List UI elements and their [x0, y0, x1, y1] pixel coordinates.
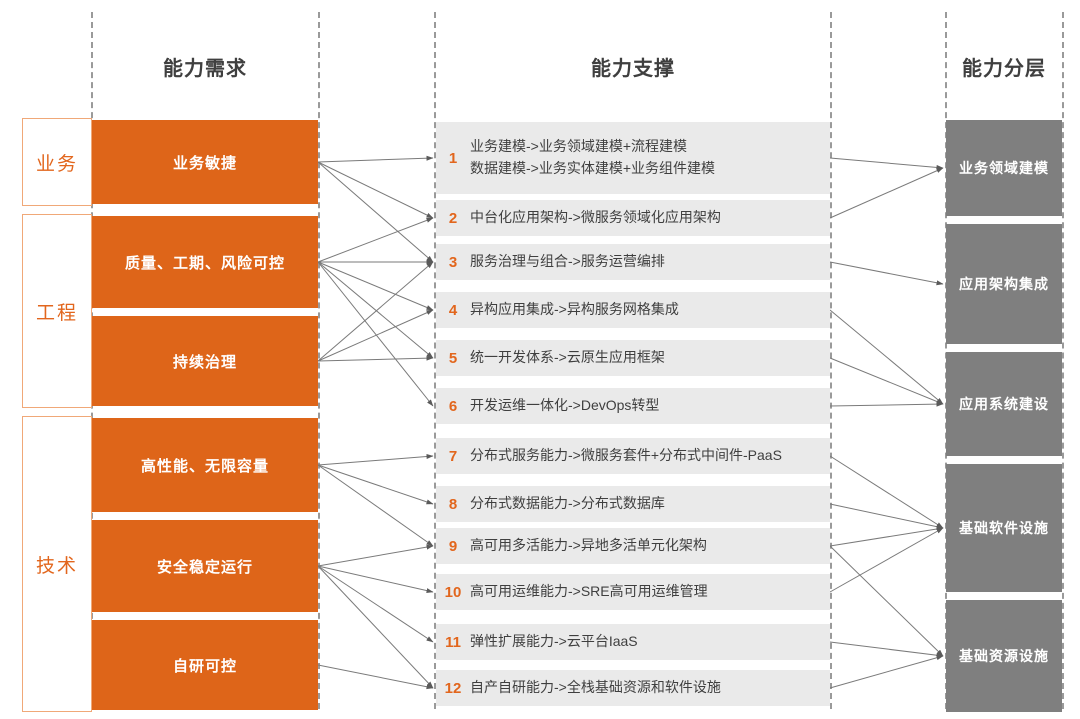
support-text: 分布式数据能力->分布式数据库 — [470, 495, 665, 512]
layer-box[interactable]: 基础资源设施 — [946, 600, 1062, 712]
layer-label: 业务领域建模 — [959, 160, 1049, 176]
support-number: 8 — [448, 495, 458, 513]
support-row[interactable]: 2 中台化应用架构->微服务领域化应用架构 — [436, 200, 830, 236]
column-title-support: 能力支撑 — [591, 58, 675, 80]
layer-label: 基础软件设施 — [959, 520, 1049, 536]
layer-box[interactable]: 基础软件设施 — [946, 464, 1062, 592]
column-divider-4 — [830, 12, 832, 709]
support-number: 3 — [448, 253, 458, 271]
support-number: 7 — [448, 447, 458, 465]
category-box: 技术 — [22, 416, 92, 712]
support-number: 11 — [445, 633, 461, 651]
demand-label: 高性能、无限容量 — [140, 457, 269, 475]
layer-box[interactable]: 应用架构集成 — [946, 224, 1062, 344]
layer-box[interactable]: 业务领域建模 — [946, 120, 1062, 216]
support-text: 弹性扩展能力->云平台IaaS — [470, 633, 638, 650]
column-title-layer: 能力分层 — [962, 58, 1046, 80]
support-text: 自产自研能力->全栈基础资源和软件设施 — [470, 679, 721, 696]
category-label: 技术 — [35, 555, 78, 577]
support-row[interactable]: 8 分布式数据能力->分布式数据库 — [436, 486, 830, 522]
support-row[interactable]: 11 弹性扩展能力->云平台IaaS — [436, 624, 830, 660]
support-text: 异构应用集成->异构服务网格集成 — [470, 301, 679, 318]
category-label: 业务 — [35, 153, 78, 175]
support-number: 6 — [448, 397, 458, 415]
demand-label: 持续治理 — [172, 353, 237, 371]
demand-box[interactable]: 持续治理 — [92, 316, 318, 406]
support-row[interactable]: 9 高可用多活能力->异地多活单元化架构 — [436, 528, 830, 564]
support-number: 10 — [444, 583, 462, 601]
layer-box[interactable]: 应用系统建设 — [946, 352, 1062, 456]
demand-box[interactable]: 业务敏捷 — [92, 120, 318, 204]
column-divider-6 — [1062, 12, 1064, 709]
support-row[interactable]: 6 开发运维一体化->DevOps转型 — [436, 388, 830, 424]
support-text: 中台化应用架构->微服务领域化应用架构 — [470, 209, 721, 226]
demand-box[interactable]: 高性能、无限容量 — [92, 418, 318, 512]
category-box: 业务 — [22, 118, 92, 206]
category-box: 工程 — [22, 214, 92, 408]
demand-label: 自研可控 — [172, 657, 237, 675]
demand-box[interactable]: 安全稳定运行 — [92, 520, 318, 612]
support-row[interactable]: 3 服务治理与组合->服务运营编排 — [436, 244, 830, 280]
demand-label: 质量、工期、风险可控 — [124, 254, 285, 272]
support-row[interactable]: 1 业务建模->业务领域建模+流程建模 数据建模->业务实体建模+业务组件建模 — [436, 122, 830, 194]
layer-label: 应用架构集成 — [959, 276, 1049, 292]
support-row[interactable]: 5 统一开发体系->云原生应用框架 — [436, 340, 830, 376]
layer-label: 基础资源设施 — [959, 648, 1049, 664]
support-text: 开发运维一体化->DevOps转型 — [470, 397, 660, 414]
support-row[interactable]: 7 分布式服务能力->微服务套件+分布式中间件-PaaS — [436, 438, 830, 474]
support-number: 2 — [448, 209, 458, 227]
support-text: 业务建模->业务领域建模+流程建模 数据建模->业务实体建模+业务组件建模 — [470, 138, 716, 176]
support-row[interactable]: 12 自产自研能力->全栈基础资源和软件设施 — [436, 670, 830, 706]
demand-box[interactable]: 质量、工期、风险可控 — [92, 216, 318, 308]
support-number: 9 — [448, 537, 458, 555]
demand-label: 安全稳定运行 — [156, 558, 253, 576]
support-row[interactable]: 10 高可用运维能力->SRE高可用运维管理 — [436, 574, 830, 610]
support-number: 4 — [448, 301, 458, 319]
support-number: 1 — [448, 149, 458, 167]
support-number: 12 — [444, 679, 462, 697]
support-text: 高可用运维能力->SRE高可用运维管理 — [470, 583, 708, 600]
support-text: 统一开发体系->云原生应用框架 — [470, 349, 665, 366]
support-text: 分布式服务能力->微服务套件+分布式中间件-PaaS — [470, 447, 782, 464]
demand-label: 业务敏捷 — [172, 154, 237, 172]
support-text: 服务治理与组合->服务运营编排 — [470, 253, 665, 270]
support-row[interactable]: 4 异构应用集成->异构服务网格集成 — [436, 292, 830, 328]
column-title-demand: 能力需求 — [163, 58, 247, 80]
column-divider-2 — [318, 12, 320, 709]
support-number: 5 — [448, 349, 458, 367]
support-text: 高可用多活能力->异地多活单元化架构 — [470, 537, 707, 554]
column-divider-3 — [434, 12, 436, 709]
demand-box[interactable]: 自研可控 — [92, 620, 318, 710]
category-label: 工程 — [35, 302, 78, 324]
layer-label: 应用系统建设 — [959, 396, 1049, 412]
